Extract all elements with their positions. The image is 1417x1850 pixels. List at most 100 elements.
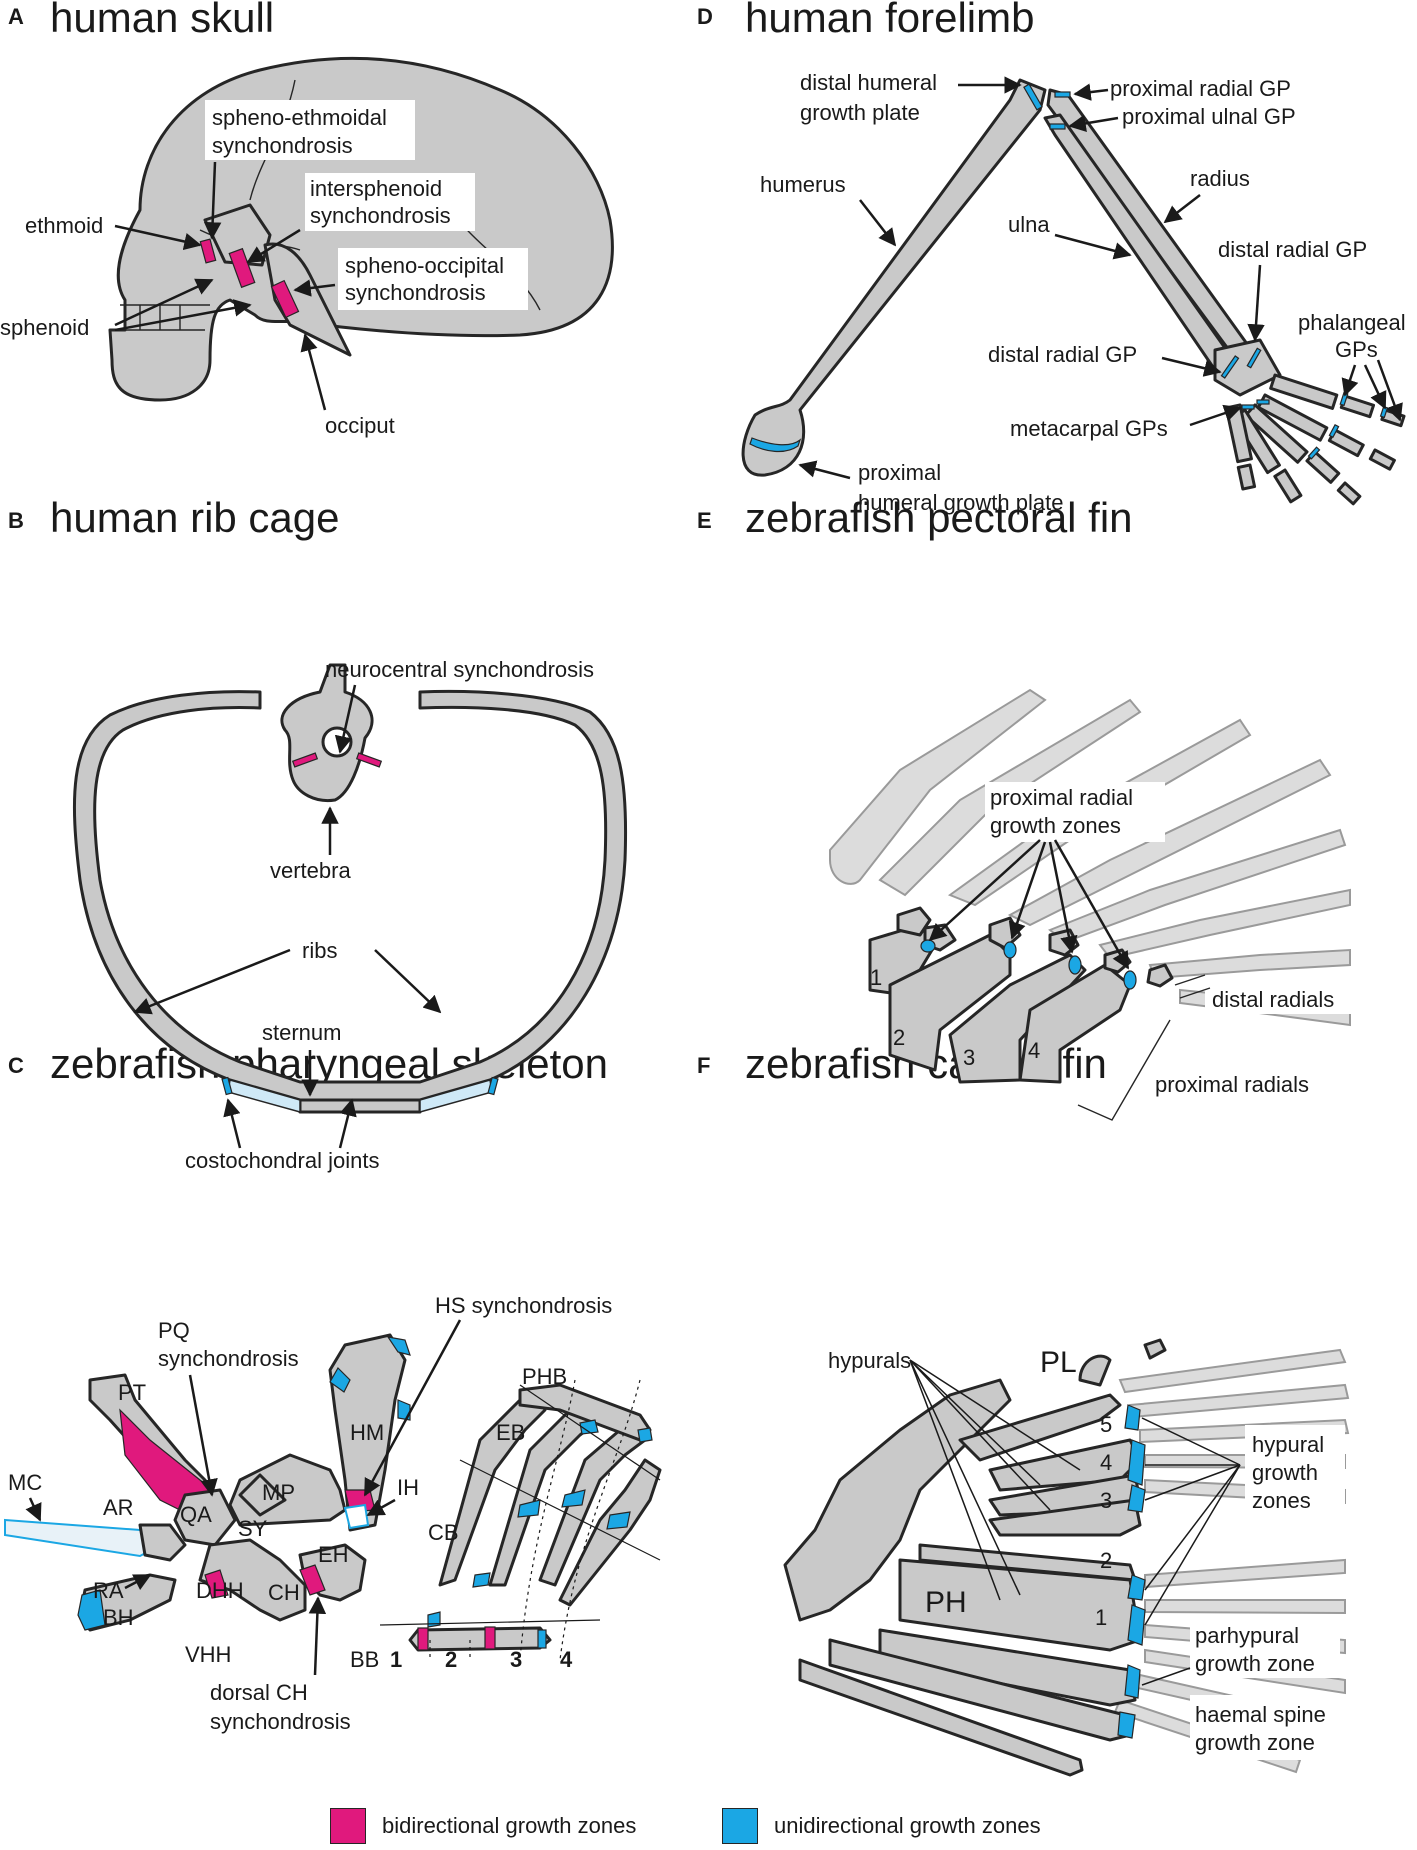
label-pq-2: synchondrosis — [158, 1346, 299, 1371]
panel-f-letter: F — [697, 1053, 711, 1078]
label-occiput: occiput — [325, 413, 395, 438]
label-intersphenoid-1: intersphenoid — [310, 176, 442, 201]
legend-unidirectional: unidirectional growth zones — [722, 1806, 1041, 1846]
label-ih: IH — [397, 1475, 419, 1500]
label-vertebra: vertebra — [270, 858, 351, 883]
label-spheno-occipital-2: synchondrosis — [345, 280, 486, 305]
label-hgz-2: growth — [1252, 1460, 1318, 1485]
label-phalangeal-1: phalangeal — [1298, 310, 1406, 335]
rib-cage-outline — [72, 689, 628, 1102]
label-distal-humeral-2: growth plate — [800, 100, 920, 125]
caudal-vertebrae — [783, 1378, 1012, 1622]
label-sternum: sternum — [262, 1020, 341, 1045]
label-pl: PL — [1040, 1346, 1077, 1379]
label-haemal-1: haemal spine — [1195, 1702, 1326, 1727]
label-distal-humeral-1: distal humeral — [800, 70, 937, 95]
label-cb: CB — [428, 1520, 459, 1545]
label-radial-3: 3 — [963, 1045, 975, 1070]
label-ar: AR — [103, 1495, 134, 1520]
label-hypural-3: 3 — [1100, 1488, 1112, 1513]
legend-pink-swatch — [330, 1808, 366, 1844]
dorsal-ch-synchondrosis-zone — [299, 1564, 326, 1596]
label-ribs: ribs — [302, 938, 337, 963]
label-proximal-radial: proximal radial GP — [1110, 76, 1291, 101]
panel-a-title: human skull — [50, 0, 275, 41]
label-vhh: VHH — [185, 1642, 231, 1667]
caudal-fin-diagram: hypurals PL PH 5 4 3 2 1 hypural growth … — [783, 1338, 1350, 1777]
legend-blue-swatch — [722, 1808, 758, 1844]
label-hypural-5: 5 — [1100, 1412, 1112, 1437]
label-arch-3: 3 — [510, 1647, 522, 1672]
label-dhh: DHH — [196, 1578, 244, 1603]
label-spheno-ethmoidal-1: spheno-ethmoidal — [212, 105, 387, 130]
label-parhypural-2: growth zone — [1195, 1651, 1315, 1676]
label-prg-1: proximal radial — [990, 785, 1133, 810]
label-proximal-ulnar: proximal ulnal GP — [1122, 104, 1296, 129]
humerus-bone — [741, 78, 1047, 477]
skull-diagram: spheno-ethmoidal synchondrosis intersphe… — [0, 56, 614, 438]
label-hypural-1: 1 — [1095, 1605, 1107, 1630]
neurocentral-zone-right — [355, 752, 383, 768]
proximal-radials — [868, 923, 1132, 1084]
radius-bone — [1046, 88, 1257, 367]
legend-bidirectional: bidirectional growth zones — [330, 1806, 636, 1846]
ulna-bone — [1043, 113, 1232, 372]
label-distal-radial-a: distal radial GP — [1218, 237, 1367, 262]
label-ulna: ulna — [1008, 212, 1050, 237]
pectoral-fin-diagram: proximal radial growth zones 1 2 3 4 dis… — [829, 688, 1352, 1121]
label-bb: BB — [350, 1647, 379, 1672]
label-radius: radius — [1190, 166, 1250, 191]
label-ethmoid: ethmoid — [25, 213, 103, 238]
label-spheno-occipital-1: spheno-occipital — [345, 253, 504, 278]
label-qa: QA — [180, 1502, 212, 1527]
label-parhypural-1: parhypural — [1195, 1623, 1299, 1648]
label-eb: EB — [496, 1420, 525, 1445]
label-prg-2: growth zones — [990, 813, 1121, 838]
label-radial-1: 1 — [870, 965, 882, 990]
pharyngeal-diagram: HS synchondrosis PQ synchondrosis PT HM … — [4, 1293, 662, 1734]
label-proximal-humeral-2: humeral growth plate — [858, 490, 1063, 515]
label-mp: MP — [262, 1480, 295, 1505]
ribcage-diagram: neurocentral synchondrosis vertebra ribs… — [72, 657, 628, 1173]
label-neurocentral: neurocentral synchondrosis — [325, 657, 594, 682]
costochondral-left — [221, 1076, 233, 1096]
label-proximal-humeral-1: proximal — [858, 460, 941, 485]
label-humerus: humerus — [760, 172, 846, 197]
label-sy: SY — [238, 1516, 268, 1541]
label-hgz-1: hypural — [1252, 1432, 1324, 1457]
label-intersphenoid-2: synchondrosis — [310, 203, 451, 228]
panel-b-letter: B — [8, 508, 24, 533]
panel-e-letter: E — [697, 508, 712, 533]
label-costochondral: costochondral joints — [185, 1148, 379, 1173]
label-arch-4: 4 — [560, 1647, 573, 1672]
costochondral-right — [487, 1076, 499, 1096]
label-spheno-ethmoidal-2: synchondrosis — [212, 133, 353, 158]
legend-unidirectional-label: unidirectional growth zones — [774, 1813, 1041, 1838]
label-eh: EH — [318, 1542, 349, 1567]
label-dorsal-ch-2: synchondrosis — [210, 1709, 351, 1734]
label-radial-2: 2 — [893, 1025, 905, 1050]
sternum-shape — [298, 1098, 422, 1114]
spheno-occipital-zone — [270, 279, 300, 319]
label-hm: HM — [350, 1420, 384, 1445]
label-dorsal-ch-1: dorsal CH — [210, 1680, 308, 1705]
label-bh: BH — [103, 1605, 134, 1630]
label-hypural-4: 4 — [1100, 1450, 1112, 1475]
panel-d-letter: D — [697, 4, 713, 29]
label-phalangeal-2: GPs — [1335, 337, 1378, 362]
legend-bidirectional-label: bidirectional growth zones — [382, 1813, 637, 1838]
label-pq-1: PQ — [158, 1318, 190, 1343]
gill-arches — [438, 1383, 662, 1607]
distal-humeral-zone — [1023, 83, 1043, 111]
panel-b-title: human rib cage — [50, 494, 340, 541]
label-ch: CH — [268, 1580, 300, 1605]
label-arch-1: 1 — [390, 1647, 402, 1672]
intersphenoid-zone — [228, 247, 256, 289]
label-phb: PHB — [522, 1364, 567, 1389]
label-distal-radials: distal radials — [1212, 987, 1334, 1012]
label-radial-4: 4 — [1028, 1038, 1040, 1063]
forelimb-diagram: distal humeral growth plate proximal rad… — [741, 70, 1406, 515]
label-hypural-2: 2 — [1100, 1548, 1112, 1573]
panel-c-letter: C — [8, 1053, 24, 1078]
